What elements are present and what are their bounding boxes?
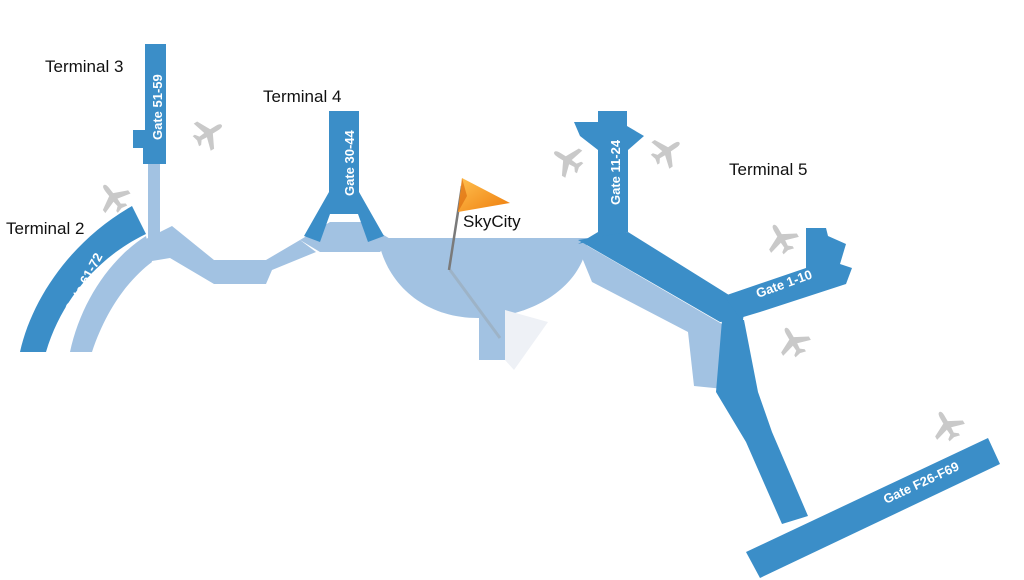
- concourse-gate-1-10: [724, 228, 852, 318]
- bowl-shadow: [505, 310, 548, 370]
- concourse-terminal-3: [133, 44, 166, 164]
- terminal-5-south-spine: [716, 320, 808, 524]
- connector-corridors: [70, 162, 734, 390]
- airplane-icon: [925, 404, 969, 447]
- terminal-2-label: Terminal 2: [6, 219, 85, 238]
- skycity-bowl: [378, 238, 588, 318]
- concourse-terminal-4: [304, 111, 384, 242]
- corridor-t3-t4: [140, 226, 316, 284]
- airplane-icon: [759, 217, 803, 260]
- concourses: [20, 44, 1000, 578]
- airplane-icon: [771, 320, 815, 363]
- airplane-icon: [187, 111, 231, 155]
- terminal-2-inner-arc: [70, 236, 152, 352]
- concourse-gate-f26-f69: [746, 438, 1000, 578]
- terminal-3-label: Terminal 3: [45, 57, 124, 76]
- terminal-5-spine: [578, 232, 745, 322]
- airplane-icon: [645, 129, 689, 173]
- gate-label-11-24: Gate 11-24: [608, 139, 623, 205]
- terminal-3-stem: [148, 162, 160, 238]
- skycity-label: SkyCity: [463, 212, 521, 231]
- terminal-5-label: Terminal 5: [729, 160, 808, 179]
- gate-label-30-44: Gate 30-44: [342, 129, 357, 196]
- airplane-icon: [545, 138, 589, 182]
- concourse-gate-11-24: [574, 111, 644, 244]
- flag-pin-icon: [447, 178, 510, 339]
- corridor-to-terminal-5: [574, 238, 734, 390]
- concourse-terminal-2: [20, 206, 146, 352]
- terminal-4-label: Terminal 4: [263, 87, 342, 106]
- gate-label-51-59: Gate 51-59: [150, 74, 165, 140]
